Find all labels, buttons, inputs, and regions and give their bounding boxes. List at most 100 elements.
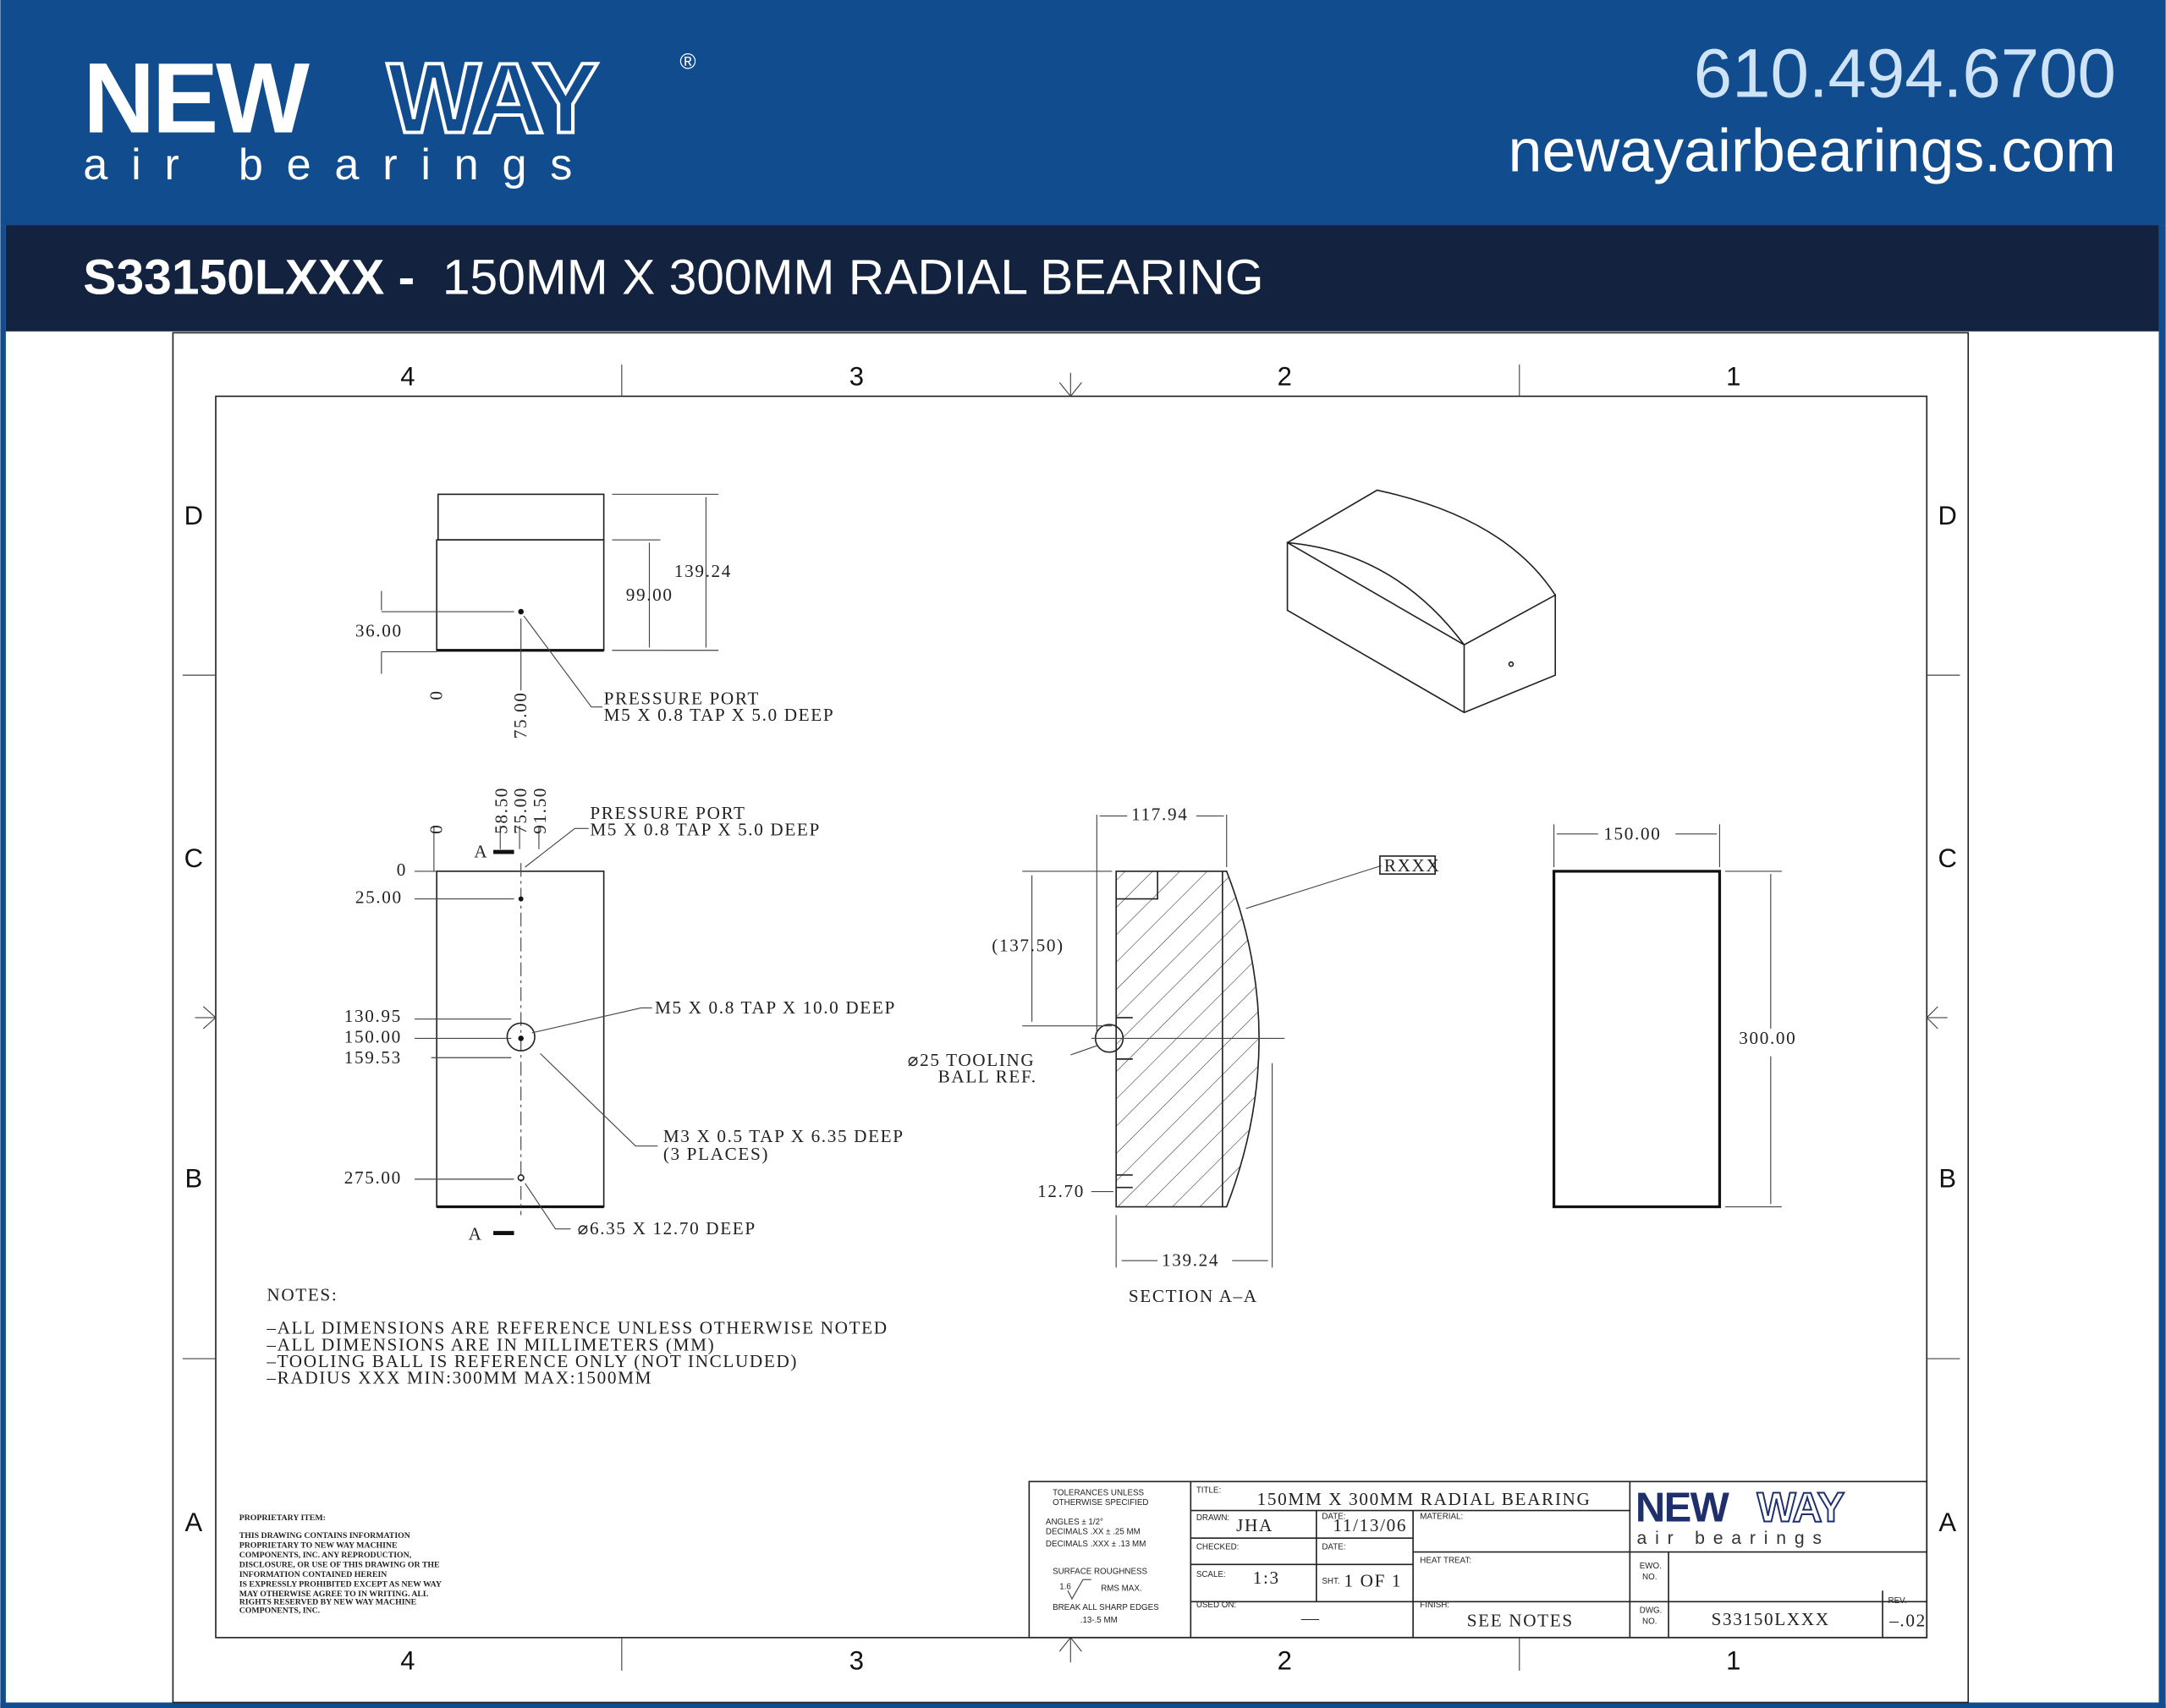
notes-heading: NOTES: [267,1285,338,1305]
title-value: 150MM X 300MM RADIAL BEARING [1257,1489,1592,1509]
website-link[interactable]: newayairbearings.com [1509,117,2116,184]
zone-row-d-left: D [184,501,203,530]
logo-registered: ® [679,49,695,74]
zone-col-3-top: 3 [849,361,864,391]
decimals-xxx-tolerance: DECIMALS .XXX ± .13 MM [1046,1540,1146,1549]
break-edges-value: .13-.5 MM [1080,1616,1118,1625]
m3-tap-callout-1: M3 X 0.5 TAP X 6.35 DEEP [663,1126,904,1146]
header-banner: NEW WAY ® air bearings 610.494.6700 newa… [0,0,2166,226]
date-label: DATE: [1322,1512,1345,1521]
pressure-port-callout-2: M5 X 0.8 TAP X 5.0 DEEP [604,705,835,725]
dim-91-50: 91.50 [530,787,550,834]
hole-callout: ⌀6.35 X 12.70 DEEP [578,1218,756,1238]
isometric-view [1286,489,1557,714]
zone-row-d-right: D [1938,501,1957,530]
sheet-label: SHT. [1322,1577,1339,1586]
dim-275-00: 275.00 [344,1167,402,1188]
m5-tap-callout: M5 X 0.8 TAP X 10.0 DEEP [655,997,896,1018]
logo-way: WAY [1757,1486,1844,1531]
logo-new: NEW [1635,1486,1730,1531]
proprietary-line: THIS DRAWING CONTAINS INFORMATION [239,1531,410,1540]
part-description: 150MM X 300MM RADIAL BEARING [443,250,1264,305]
logo-way: WAY [387,43,597,154]
roughness-value: 1.6 [1059,1583,1071,1592]
rev-value: –.02 [1888,1611,1927,1631]
title-block: TOLERANCES UNLESS OTHERWISE SPECIFIED AN… [1028,1480,1928,1639]
dwg-label: DWG. [1640,1606,1663,1615]
dim-25-00: 25.00 [355,887,403,907]
proprietary-line: COMPONENTS, INC. ANY REPRODUCTION, [239,1551,412,1560]
material-label: MATERIAL: [1420,1512,1463,1521]
zone-col-1-top: 1 [1726,361,1740,391]
logo-subtitle: air bearings [1637,1529,1830,1548]
zone-row-c-left: C [184,843,203,873]
drawn-label: DRAWN: [1196,1513,1229,1523]
ewo-label: EWO. [1640,1562,1662,1571]
dwg-label: NO. [1642,1617,1657,1626]
dim-139-24: 139.24 [1162,1250,1219,1271]
checked-date-label: DATE: [1322,1542,1345,1551]
section-caption: SECTION A–A [1129,1286,1258,1306]
logo-new: NEW [83,43,310,154]
proprietary-line: IS EXPRESSLY PROHIBITED EXCEPT AS NEW WA… [239,1579,442,1589]
proprietary-line: DISCLOSURE, OR USE OF THIS DRAWING OR TH… [239,1561,440,1570]
scale-value: 1:3 [1253,1568,1280,1588]
front-view: A A 0 58.50 75.00 91.50 PRESSURE PORT M5… [344,787,904,1244]
pressure-port-callout-1: PRESSURE PORT [590,803,745,823]
tooling-ball-callout-2: BALL REF. [938,1067,1037,1087]
dim-top-0: 0 [426,824,447,834]
finish-label: FINISH: [1420,1601,1449,1610]
angles-tolerance: ANGLES ± 1/2° [1046,1518,1103,1527]
rev-label: REV. [1888,1596,1907,1606]
dim-12-70: 12.70 [1037,1181,1085,1201]
title-block-logo: NEW WAY air bearings [1635,1485,1846,1548]
finish-value: SEE NOTES [1467,1611,1574,1631]
zone-row-a-left: A [185,1508,203,1537]
tolerances-label: TOLERANCES UNLESS [1053,1489,1144,1498]
dim-150-00: 150.00 [344,1026,402,1046]
section-mark-bottom: A [469,1224,483,1244]
drawing-frame: 4 3 2 1 4 3 2 1 D C B A D C B A [172,332,1970,1704]
dim-75-00: 75.00 [510,691,531,739]
section-view: 117.94 (137.50) RXXX ⌀25 TOOLING BALL RE… [908,805,1439,1307]
note-item: –ALL DIMENSIONS ARE REFERENCE UNLESS OTH… [266,1318,888,1338]
zone-row-c-right: C [1938,843,1957,873]
logo-subtitle: air bearings [83,140,596,189]
part-number: S33150LXXX - [83,250,415,305]
zone-row-a-right: A [1938,1508,1956,1537]
dim-117-94: 117.94 [1131,805,1188,825]
heat-treat-label: HEAT TREAT: [1420,1557,1471,1566]
dwg-number: S33150LXXX [1712,1609,1830,1629]
proprietary-line: INFORMATION CONTAINED HEREIN [239,1570,388,1579]
dim-150-00: 150.00 [1603,823,1661,843]
dim-0: 0 [426,689,447,700]
dim-99-00: 99.00 [626,585,673,605]
zone-col-2-bottom: 2 [1278,1645,1292,1675]
proprietary-line: COMPONENTS, INC. [239,1606,321,1615]
side-view: 150.00 300.00 [1552,823,1796,1209]
date-value: 11/13/06 [1333,1515,1407,1535]
proprietary-line: RIGHTS RESERVED BY NEW WAY MACHINE [239,1598,417,1607]
checked-label: CHECKED: [1196,1542,1240,1551]
pressure-port-callout-1: PRESSURE PORT [604,688,760,708]
phone-number[interactable]: 610.494.6700 [1694,35,2116,112]
drawn-value: JHA [1236,1515,1273,1535]
dim-36-00: 36.00 [355,620,403,640]
proprietary-line: PROPRIETARY TO NEW WAY MACHINE [239,1541,398,1551]
dim-159-53: 159.53 [344,1047,402,1068]
zone-col-1-bottom: 1 [1726,1645,1740,1675]
notes: NOTES: –ALL DIMENSIONS ARE REFERENCE UNL… [266,1285,888,1388]
rms-max-label: RMS MAX. [1101,1584,1141,1593]
pressure-port-callout-2: M5 X 0.8 TAP X 5.0 DEEP [590,819,821,839]
dim-300-00: 300.00 [1739,1028,1796,1048]
zone-row-b-left: B [185,1164,203,1194]
m3-tap-callout-2: (3 PLACES) [663,1144,769,1164]
surface-roughness-label: SURFACE ROUGHNESS [1053,1568,1147,1577]
sheet-value: 1 OF 1 [1344,1570,1402,1590]
surface-finish-symbol-icon [1067,1579,1091,1601]
page-title: S33150LXXX - 150MM X 300MM RADIAL BEARIN… [83,250,1263,305]
used-on-label: USED ON: [1196,1601,1236,1610]
title-label: TITLE: [1196,1486,1221,1495]
dim-left-0: 0 [397,859,407,880]
